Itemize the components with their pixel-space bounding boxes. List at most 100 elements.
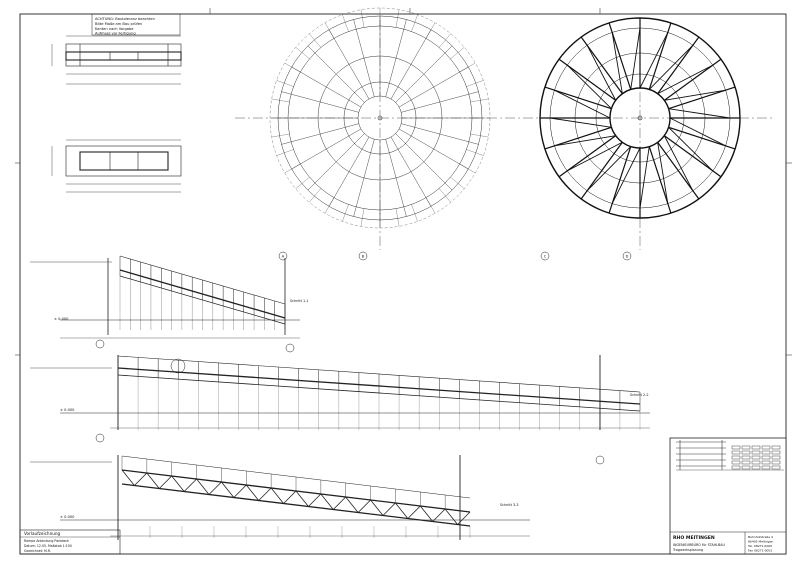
axis-bubble-label: C — [544, 255, 547, 259]
truss-diagonal — [171, 475, 185, 492]
sketch-cell — [761, 465, 771, 470]
truss-diagonal — [320, 493, 334, 510]
handrail — [121, 455, 471, 499]
plan-spoke — [398, 66, 469, 108]
sketch-cell — [751, 465, 761, 470]
plan-spoke — [281, 91, 359, 113]
plan-tick — [470, 133, 489, 138]
elevation-2 — [30, 355, 650, 465]
elev-ref-1: ± 0.000 — [54, 317, 69, 321]
plan-stair-edge — [554, 135, 616, 147]
plan-tick — [439, 188, 451, 203]
plan-stair-edge — [554, 89, 611, 119]
plan-tick — [324, 197, 335, 214]
sketch-cell — [761, 445, 771, 450]
sketch-cell — [751, 450, 761, 455]
truss-bottom-chord — [121, 483, 471, 527]
project-name: INGENIEURBÜRO für STAHLBAU — [673, 542, 726, 547]
plan-tick — [425, 22, 436, 39]
note-line-2: Kanten nach Vorgabe — [95, 27, 134, 31]
plan-tick — [466, 149, 484, 156]
section-label-2: Schnitt 2-2 — [630, 393, 649, 397]
plan-tick — [284, 163, 301, 174]
truss-diagonal — [308, 493, 322, 507]
plan-spoke — [401, 123, 479, 145]
sketch-cell — [741, 455, 751, 460]
plan-spoke — [385, 139, 407, 217]
sketch-cell — [761, 460, 771, 465]
axis-bubble-label: B — [362, 255, 365, 259]
elevation-labels: ± 0.000 ± 0.000 ± 0.000 Schnitt 1-1 Schn… — [54, 299, 649, 519]
truss-diagonal — [432, 508, 446, 522]
plan-tick — [439, 33, 451, 48]
plan-spoke — [353, 139, 375, 217]
plan-tick — [425, 197, 436, 214]
plan-spoke — [307, 133, 365, 191]
plan-tick — [360, 208, 365, 227]
sketch-cell — [731, 465, 741, 470]
axis-bubble — [622, 251, 632, 261]
plan-spoke — [291, 128, 362, 170]
truss-diagonal — [419, 505, 434, 522]
plan-outer-dim — [269, 7, 491, 229]
sketch-cell — [731, 445, 741, 450]
plan-tick — [459, 62, 476, 73]
elev-ref-3: ± 0.000 — [60, 515, 75, 519]
truss-diagonal — [345, 496, 359, 513]
plan-tick — [309, 33, 321, 48]
axis-bubble — [278, 251, 288, 261]
sketch-cell — [731, 450, 741, 455]
truss-diagonal — [245, 484, 260, 501]
sketch-cell — [771, 460, 781, 465]
truss-diagonal — [407, 505, 421, 519]
project-subtitle: Tragwerksplanung — [672, 548, 703, 552]
handrail — [119, 255, 286, 305]
section-label-3: Schnitt 3-3 — [500, 503, 519, 507]
plan-stair-edge — [664, 89, 726, 101]
axis-bubble — [358, 251, 368, 261]
axis-bubble-label: D — [626, 255, 629, 259]
plan-spoke — [385, 19, 407, 97]
truss-diagonal — [370, 499, 384, 516]
plan-tick — [271, 133, 290, 138]
plan-tick — [395, 9, 400, 28]
plan-tick — [342, 204, 349, 222]
sketch-cell — [771, 450, 781, 455]
plan-stair-edge — [657, 64, 714, 95]
left-title-block: Vorlaufzeichnung Rampe Anbindung Parkdec… — [19, 529, 121, 555]
truss-diagonal — [258, 487, 272, 501]
plan-stair-edge — [663, 135, 694, 192]
truss-diagonal — [134, 472, 148, 486]
plan-stair-edge — [648, 44, 694, 90]
plan-stair-edge — [639, 146, 650, 209]
plan-stair-edge — [657, 142, 669, 204]
plan-stair-edge — [611, 147, 641, 204]
elevation-3 — [30, 455, 530, 540]
plan-tick — [459, 163, 476, 174]
plan-spoke — [291, 66, 362, 108]
plan-tick — [470, 98, 489, 103]
sketch-cell — [741, 460, 751, 465]
sheet-border — [19, 13, 787, 555]
truss-diagonal — [333, 496, 346, 510]
address-line-2: 86405 Meitingen — [748, 540, 773, 544]
note-line-1: Bitte Maße am Bau prüfen — [95, 22, 142, 26]
detail-note: ACHTUNG: Bautoleranz beachten Bitte Maße… — [91, 13, 181, 36]
truss-diagonal — [395, 502, 409, 519]
plan-spoke — [398, 128, 469, 170]
plan-tick — [360, 9, 365, 28]
plan-tick — [271, 98, 290, 103]
plan-stair-edge — [566, 64, 612, 110]
plan-tick — [295, 47, 310, 59]
plan-center — [377, 115, 383, 121]
sketch-cell — [771, 455, 781, 460]
title-block: RHO MEITINGEN INGENIEURBÜRO für STAHLBAU… — [669, 437, 787, 555]
sketch-cell — [771, 445, 781, 450]
plan-stair-edge — [549, 117, 612, 128]
plan-stair-edge — [630, 27, 641, 90]
truss-diagonal — [221, 481, 235, 498]
truss-diagonal — [233, 484, 247, 498]
truss-diagonal — [146, 472, 160, 489]
